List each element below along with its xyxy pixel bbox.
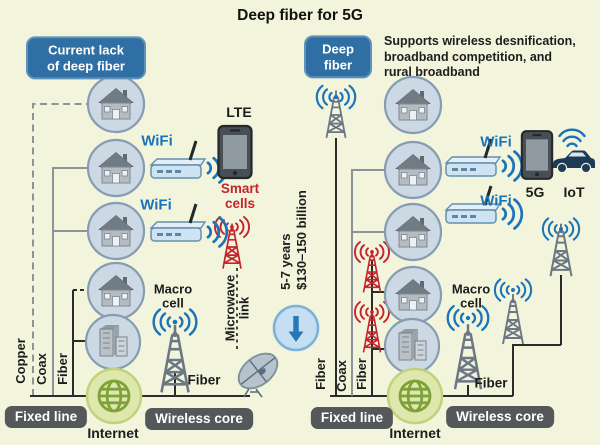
- fiber-label: Fiber: [353, 358, 369, 390]
- fiber-label: Fiber: [312, 358, 328, 390]
- building-icon: [383, 317, 441, 375]
- cell-tower-icon: [549, 222, 573, 278]
- badge-line: of deep fiber: [46, 58, 125, 73]
- house-icon: [383, 202, 443, 262]
- fiber-core-label: Fiber: [187, 372, 221, 388]
- macro-cell-label: Macro cell: [153, 281, 193, 312]
- house-icon: [86, 138, 146, 198]
- wifi-waves-icon: [206, 216, 229, 248]
- lte-label: LTE: [226, 104, 252, 120]
- down-arrow-icon: [274, 306, 318, 350]
- left-scenario-badge: Current lack of deep fiber: [26, 36, 146, 80]
- wireless-core-badge: Wireless core: [145, 408, 253, 430]
- right-coax-line: [351, 169, 385, 396]
- left-coax-line: [52, 167, 88, 396]
- internet-globe-icon: [386, 367, 444, 425]
- house-icon: [383, 75, 443, 135]
- wifi-label: WiFi: [480, 192, 512, 210]
- fiber-label: Fiber: [54, 353, 70, 385]
- five-g-label: 5G: [525, 184, 545, 200]
- wifi-label: WiFi: [141, 132, 173, 150]
- description-line: rural broadband: [384, 65, 480, 80]
- house-icon: [86, 201, 146, 261]
- cost-annotation: 5-7 years $130–150 billion: [278, 190, 311, 290]
- wifi-label: WiFi: [480, 133, 512, 151]
- duration-line: 5-7 years: [277, 233, 293, 290]
- building-icon: [84, 313, 142, 371]
- fixed-line-badge: Fixed line: [4, 406, 88, 428]
- label-line: Microwave: [222, 274, 238, 342]
- left-fiber-line: [72, 289, 86, 396]
- cost-line: $130–150 billion: [294, 190, 309, 290]
- left-copper-line: [32, 103, 88, 396]
- label-line: Macro: [153, 281, 193, 297]
- fixed-line-badge: Fixed line: [310, 407, 394, 429]
- fiber-core-label: Fiber: [474, 375, 508, 391]
- house-icon: [383, 265, 443, 325]
- house-icon: [86, 261, 146, 321]
- house-icon: [383, 140, 443, 200]
- macro-cell-label: Macro cell: [451, 281, 491, 312]
- label-line: cells: [224, 196, 256, 211]
- label-line: Macro: [451, 281, 491, 297]
- wifi-waves-icon: [501, 150, 524, 182]
- iot-label: IoT: [563, 184, 585, 200]
- right-fiber-line-1: [330, 138, 390, 397]
- internet-label: Internet: [389, 425, 441, 441]
- house-icon: [86, 74, 146, 134]
- label-line: Smart: [220, 181, 260, 197]
- microwave-link-label: Microwave link: [222, 274, 253, 342]
- cell-tower-icon: [502, 293, 524, 345]
- coax-label: Coax: [33, 353, 49, 385]
- smart-cells-label: Smart cells: [220, 181, 260, 212]
- copper-label: Copper: [12, 338, 28, 384]
- internet-label: Internet: [87, 425, 139, 441]
- internet-globe-icon: [85, 367, 143, 425]
- description-line: broadband competition, and: [384, 49, 553, 64]
- right-scenario-badge: Deep fiber: [304, 35, 372, 79]
- badge-line: fiber: [323, 57, 353, 72]
- right-description: Supports wireless desnification, broadba…: [384, 34, 599, 81]
- iot-waves-icon: [558, 128, 586, 148]
- car-icon: [552, 149, 596, 174]
- label-line: cell: [460, 296, 482, 311]
- label-line: cell: [162, 296, 184, 311]
- label-line: link: [237, 296, 252, 320]
- wireless-core-badge: Wireless core: [446, 406, 554, 428]
- wifi-label: WiFi: [140, 196, 172, 214]
- smartphone-icon: [217, 124, 253, 180]
- satellite-dish-icon: [231, 345, 285, 398]
- description-line: Supports wireless desnification,: [384, 34, 576, 48]
- page-title: Deep fiber for 5G: [237, 7, 363, 24]
- smartphone-icon: [520, 130, 554, 180]
- radio-waves-icon: [317, 86, 355, 109]
- badge-line: Current lack: [48, 42, 124, 58]
- right-wireless-fiber-line: [441, 275, 562, 397]
- coax-label: Coax: [333, 360, 349, 392]
- badge-line: Deep: [322, 41, 354, 57]
